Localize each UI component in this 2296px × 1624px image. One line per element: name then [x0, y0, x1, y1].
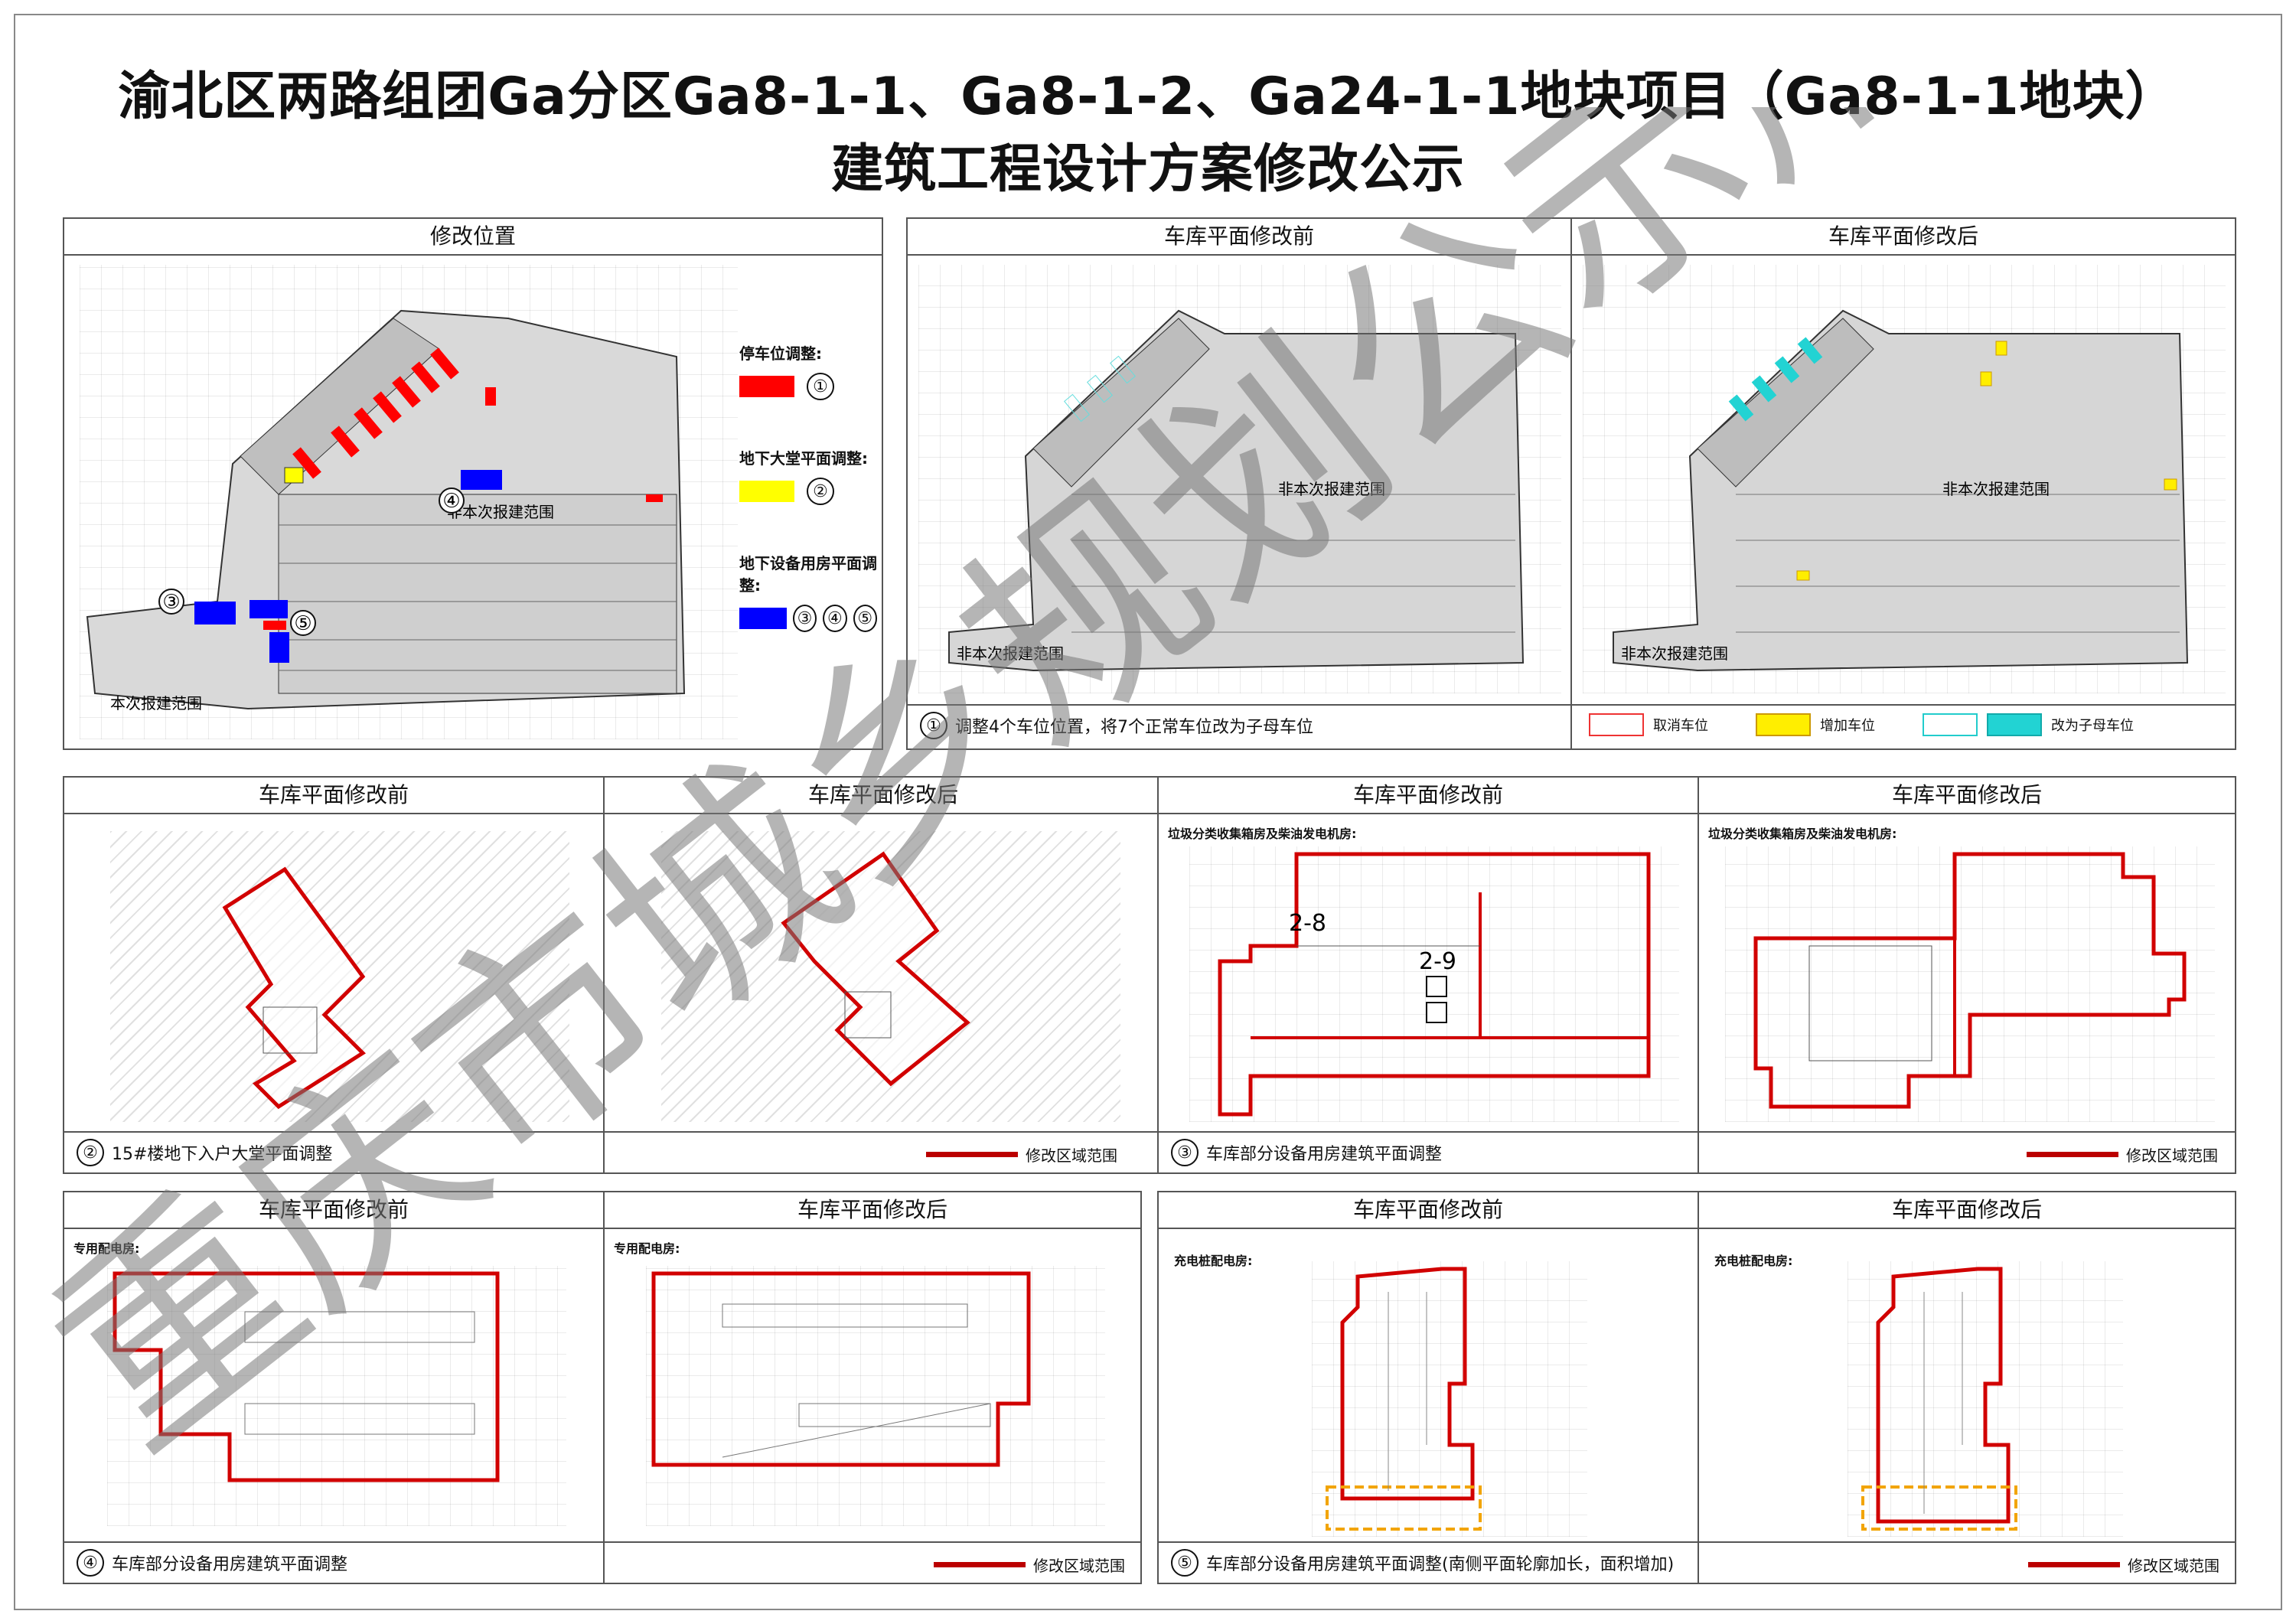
caption-num: ④: [77, 1549, 104, 1577]
red-swatch: [739, 376, 794, 397]
plan-label-before-1: 非本次报建范围: [1278, 480, 1385, 498]
equip4-after-plan: [646, 1266, 1105, 1526]
lobby-before-plan: [110, 831, 569, 1122]
lobby-after-plan: [661, 831, 1120, 1122]
site-plan-drawing: 非本次报建范围 本次报建范围 ④ ③ ⑤: [86, 309, 686, 713]
map-mark-5: ⑤: [294, 612, 311, 635]
caption-2: ② 15#楼地下入户大堂平面调整: [77, 1139, 332, 1166]
blue-swatch: [739, 608, 787, 629]
panel-header-before: 车库平面修改前: [64, 1192, 603, 1229]
modify-area-legend: 修改区域范围: [934, 1554, 1125, 1576]
parking-before-drawing: 非本次报建范围 非本次报建范围: [948, 309, 1525, 672]
equip5-before-plan: [1312, 1261, 1587, 1537]
caption-num: ②: [77, 1139, 104, 1166]
page-frame: [14, 14, 2282, 1610]
equip4-before-drawing: [113, 1271, 500, 1482]
panel-header-before: 车库平面修改前: [1159, 1192, 1698, 1229]
equip3-after-plan: [1725, 846, 2215, 1122]
parking-legend: 取消车位 增加车位 改为子母车位: [1589, 713, 2134, 736]
panel-header: 修改位置: [64, 219, 882, 256]
panel-header-after: 车库平面修改后: [605, 1192, 1140, 1229]
legend-mark-3: ③: [792, 605, 817, 632]
caption-num: ①: [920, 712, 947, 739]
parking-after-drawing: 非本次报建范围 非本次报建范围: [1613, 309, 2189, 672]
plan-before: 非本次报建范围 非本次报建范围: [918, 265, 1561, 693]
panel-header-before: 车库平面修改前: [908, 219, 1570, 256]
page-title-line2: 建筑工程设计方案修改公示: [830, 139, 1465, 200]
plan-after: 非本次报建范围 非本次报建范围: [1583, 265, 2226, 693]
modify-legend: 停车位调整: ① 地下大堂平面调整: ② 地下设备用房平面调整: ③ ④ ⑤: [739, 341, 877, 632]
equip4-after-drawing: [651, 1271, 1031, 1467]
lobby-after-drawing: [781, 851, 970, 1087]
caption-num: ⑤: [1171, 1549, 1199, 1577]
legend-parking-label: 停车位调整:: [739, 344, 822, 363]
modify-area-legend: 修改区域范围: [926, 1143, 1117, 1166]
panel-header-before: 车库平面修改前: [1159, 778, 1698, 814]
map-mark-3: ③: [162, 591, 180, 614]
plan-label-after-2: 非本次报建范围: [1621, 644, 1728, 663]
panel-header-before: 车库平面修改前: [64, 778, 603, 814]
legend-mark-2: ②: [807, 478, 834, 505]
tandem-before-swatch: [1923, 713, 1978, 736]
equip5-after-drawing: [1861, 1267, 2017, 1531]
sub-label-after: 专用配电房:: [614, 1241, 680, 1256]
plan-label-in-scope: 本次报建范围: [110, 694, 202, 713]
panel-modify-location: 修改位置: [63, 217, 883, 750]
legend-mark-1: ①: [807, 373, 834, 400]
caption-text: 车库部分设备用房建筑平面调整(南侧平面轮廓加长，面积增加): [1206, 1555, 1675, 1574]
add-swatch: [1756, 713, 1811, 736]
panel-header-after: 车库平面修改后: [1699, 1192, 2235, 1229]
cancel-swatch: [1589, 713, 1644, 736]
caption-text: 调整4个车位位置，将7个正常车位改为子母车位: [955, 718, 1313, 737]
legend-tandem: 改为子母车位: [2051, 718, 2134, 734]
panel-equipment-4: 车库平面修改前 车库平面修改后 专用配电房: 专用配电房: ④ 车库部分设备用房…: [63, 1191, 1142, 1584]
equip3-before-drawing: 2-8 2-9: [1218, 852, 1651, 1117]
equip3-before-plan: 2-8 2-9: [1189, 846, 1679, 1122]
caption-num: ③: [1171, 1139, 1199, 1166]
legend-mark-5: ⑤: [853, 605, 877, 632]
sub-label-after: 垃圾分类收集箱房及柴油发电机房:: [1708, 827, 1897, 841]
legend-cancel: 取消车位: [1653, 718, 1708, 734]
panel-equipment-3: 车库平面修改前 车库平面修改后 垃圾分类收集箱房及柴油发电机房: 垃圾分类收集箱…: [1157, 776, 2236, 1174]
legend-mark-4: ④: [823, 605, 847, 632]
caption-text: 15#楼地下入户大堂平面调整: [112, 1145, 333, 1164]
sub-label-before: 专用配电房:: [73, 1241, 140, 1256]
legend-lobby-label: 地下大堂平面调整:: [739, 449, 868, 468]
room-label-2-9: 2-9: [1419, 948, 1456, 975]
legend-add: 增加车位: [1820, 718, 1875, 734]
panel-header-after: 车库平面修改后: [605, 778, 1162, 814]
plan-label-not-in-scope: 非本次报建范围: [447, 503, 554, 521]
panel-lobby-change: 车库平面修改前 车库平面修改后 ② 15#楼地下入户大堂平面调整 修改区域范围: [63, 776, 1163, 1174]
equip4-before-plan: [107, 1266, 566, 1526]
page-title-line1: 渝北区两路组团Ga分区Ga8-1-1、Ga8-1-2、Ga24-1-1地块项目（…: [118, 67, 2178, 127]
legend-equipment-label: 地下设备用房平面调整:: [739, 554, 877, 595]
yellow-swatch: [739, 481, 794, 502]
room-label-2-8: 2-8: [1289, 910, 1326, 937]
caption-5: ⑤ 车库部分设备用房建筑平面调整(南侧平面轮廓加长，面积增加): [1171, 1549, 1674, 1577]
sub-label-before: 垃圾分类收集箱房及柴油发电机房:: [1168, 827, 1357, 841]
plan-label-after-1: 非本次报建范围: [1942, 480, 2050, 498]
equip3-after-drawing: [1753, 852, 2187, 1109]
site-plan: 非本次报建范围 本次报建范围 ④ ③ ⑤: [80, 265, 738, 739]
lobby-before-drawing: [222, 866, 366, 1110]
panel-header-after: 车库平面修改后: [1699, 778, 2235, 814]
equip5-after-plan: [1848, 1261, 2123, 1537]
sub-label-before: 充电桩配电房:: [1174, 1254, 1253, 1268]
panel-header-after: 车库平面修改后: [1572, 219, 2235, 256]
sub-label-after: 充电桩配电房:: [1714, 1254, 1793, 1268]
caption-text: 车库部分设备用房建筑平面调整: [112, 1555, 348, 1574]
panel-equipment-5: 车库平面修改前 车库平面修改后 充电桩配电房: 充电桩配电房: ⑤ 车库部分设备…: [1157, 1191, 2236, 1584]
caption-text: 车库部分设备用房建筑平面调整: [1206, 1145, 1443, 1164]
caption-4: ④ 车库部分设备用房建筑平面调整: [77, 1549, 347, 1577]
caption-1: ① 调整4个车位位置，将7个正常车位改为子母车位: [920, 712, 1313, 739]
modify-area-legend: 修改区域范围: [2028, 1554, 2219, 1576]
map-mark-4: ④: [442, 490, 460, 513]
caption-3: ③ 车库部分设备用房建筑平面调整: [1171, 1139, 1442, 1166]
panel-parking-change: 车库平面修改前 车库平面修改后 非本次报建范围 非本次报建范围: [906, 217, 2236, 750]
tandem-after-swatch: [1987, 713, 2042, 736]
equip5-before-drawing: [1326, 1267, 1482, 1531]
modify-area-legend: 修改区域范围: [2027, 1143, 2218, 1166]
plan-label-before-2: 非本次报建范围: [957, 644, 1064, 663]
